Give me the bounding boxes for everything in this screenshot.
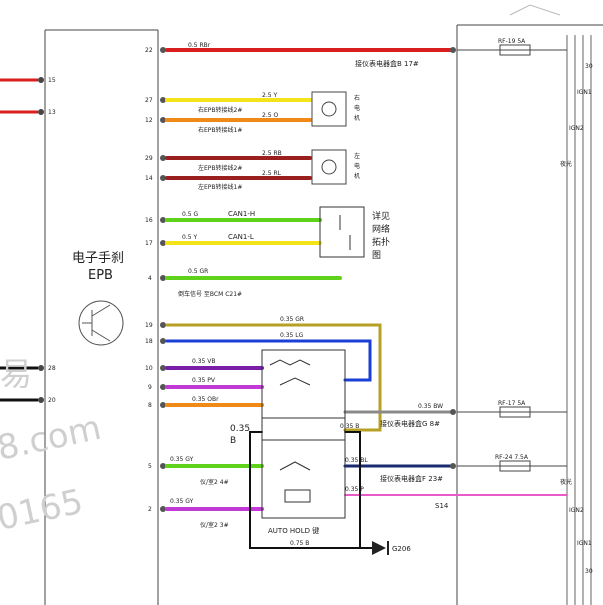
svg-text:CAN1-L: CAN1-L xyxy=(228,233,254,241)
svg-text:RF-17 5A: RF-17 5A xyxy=(498,400,526,407)
svg-text:0.35 VB: 0.35 VB xyxy=(192,358,216,365)
svg-text:左EPB转接线1#: 左EPB转接线1# xyxy=(198,183,242,191)
svg-text:右EPB转接线1#: 右EPB转接线1# xyxy=(198,126,242,134)
svg-text:CAN1-H: CAN1-H xyxy=(228,210,255,218)
svg-text:RF-19 5A: RF-19 5A xyxy=(498,38,526,45)
svg-text:IGN1: IGN1 xyxy=(577,540,592,547)
svg-text:夜光: 夜光 xyxy=(560,160,572,168)
transistor-icon xyxy=(78,300,124,346)
svg-text:0.5 G: 0.5 G xyxy=(182,211,198,218)
svg-text:2.5 Y: 2.5 Y xyxy=(262,92,277,99)
frame-lines xyxy=(44,4,603,605)
svg-text:网络: 网络 xyxy=(372,223,390,235)
pin-15: 15 xyxy=(48,77,56,84)
svg-text:IGN2: IGN2 xyxy=(569,507,584,514)
motor-right-icon xyxy=(311,91,347,127)
svg-text:电: 电 xyxy=(354,104,360,112)
svg-text:详见: 详见 xyxy=(372,210,390,222)
wires xyxy=(165,48,568,549)
svg-text:0.5 RBr: 0.5 RBr xyxy=(188,42,211,49)
pin-28: 28 xyxy=(48,365,56,372)
svg-text:0.35 PV: 0.35 PV xyxy=(192,377,216,384)
svg-text:机: 机 xyxy=(354,172,360,180)
svg-text:AUTO HOLD 键: AUTO HOLD 键 xyxy=(268,526,319,535)
svg-text:接仪表电器盒G 8#: 接仪表电器盒G 8# xyxy=(380,419,440,428)
svg-text:10: 10 xyxy=(145,365,153,372)
svg-text:0.35 P: 0.35 P xyxy=(345,486,364,493)
svg-text:RF-24 7.5A: RF-24 7.5A xyxy=(495,454,529,461)
svg-text:0.35 LG: 0.35 LG xyxy=(280,332,304,339)
motor-left-icon xyxy=(311,149,347,185)
svg-text:4: 4 xyxy=(148,275,152,282)
svg-text:19: 19 xyxy=(145,322,153,329)
switch-module xyxy=(261,349,346,519)
svg-text:2.5 RL: 2.5 RL xyxy=(262,170,282,177)
connectors xyxy=(160,47,166,512)
svg-text:5: 5 xyxy=(148,463,152,470)
svg-text:17: 17 xyxy=(145,240,153,247)
svg-text:图: 图 xyxy=(372,250,381,261)
svg-text:机: 机 xyxy=(354,114,360,122)
svg-text:16: 16 xyxy=(145,217,153,224)
svg-text:夜光: 夜光 xyxy=(560,478,572,486)
svg-text:IGN1: IGN1 xyxy=(577,89,592,96)
svg-text:0.35 OBr: 0.35 OBr xyxy=(192,396,219,403)
svg-text:8.com: 8.com xyxy=(0,408,105,469)
ground-icon xyxy=(372,541,389,555)
right-connectors xyxy=(450,47,456,469)
svg-text:G206: G206 xyxy=(392,545,411,553)
svg-text:接仪表电器盒F 23#: 接仪表电器盒F 23# xyxy=(380,474,443,483)
svg-text:S14: S14 xyxy=(435,502,449,510)
svg-text:22: 22 xyxy=(145,47,153,54)
svg-text:接仪表电器盒B 17#: 接仪表电器盒B 17# xyxy=(355,59,419,68)
svg-text:0165: 0165 xyxy=(0,482,87,539)
svg-text:易: 易 xyxy=(0,355,32,393)
svg-text:12: 12 xyxy=(145,117,153,124)
svg-text:0.5 Y: 0.5 Y xyxy=(182,234,197,241)
svg-text:B: B xyxy=(230,436,236,446)
svg-text:0.75 B: 0.75 B xyxy=(290,540,309,547)
svg-text:右EPB转接线2#: 右EPB转接线2# xyxy=(198,106,242,114)
svg-text:电: 电 xyxy=(354,162,360,170)
pin-20: 20 xyxy=(48,397,56,404)
svg-text:9: 9 xyxy=(148,384,152,391)
module-name-en: EPB xyxy=(88,268,113,283)
svg-text:8: 8 xyxy=(148,402,152,409)
svg-text:2.5 O: 2.5 O xyxy=(262,112,278,119)
svg-text:仪/室2 4#: 仪/室2 4# xyxy=(200,478,229,486)
svg-text:倒车信号 至BCM C21#: 倒车信号 至BCM C21# xyxy=(178,290,242,298)
wire-labels: 0.5 RBr 2.5 Y 2.5 O 2.5 RB 2.5 RL 0.5 G … xyxy=(170,42,443,547)
svg-text:0.35 BW: 0.35 BW xyxy=(418,403,443,410)
svg-text:30: 30 xyxy=(585,63,593,70)
svg-text:0.35 B: 0.35 B xyxy=(340,423,359,430)
svg-text:右: 右 xyxy=(354,94,360,102)
svg-text:2: 2 xyxy=(148,506,152,513)
fuses xyxy=(457,44,567,472)
svg-text:0.35 BL: 0.35 BL xyxy=(345,457,368,464)
svg-text:拓扑: 拓扑 xyxy=(372,236,390,248)
watermark: 易 8.com 0165 xyxy=(0,355,105,539)
svg-text:0.35 GY: 0.35 GY xyxy=(170,498,194,505)
svg-text:左EPB转接线2#: 左EPB转接线2# xyxy=(198,164,242,172)
svg-text:29: 29 xyxy=(145,155,153,162)
svg-text:0.5 GR: 0.5 GR xyxy=(188,268,208,275)
svg-text:2.5 RB: 2.5 RB xyxy=(262,150,282,157)
network-box xyxy=(319,206,365,258)
svg-text:0.35 GY: 0.35 GY xyxy=(170,456,194,463)
svg-text:IGN2: IGN2 xyxy=(569,125,584,132)
svg-text:27: 27 xyxy=(145,97,153,104)
svg-text:左: 左 xyxy=(354,152,360,160)
svg-text:30: 30 xyxy=(585,568,593,575)
left-stubs: 15 13 28 20 xyxy=(0,77,56,404)
pin-13: 13 xyxy=(48,109,56,116)
pin-numbers: 22 27 12 29 14 16 17 4 19 18 10 9 8 5 2 xyxy=(145,47,153,513)
svg-text:18: 18 xyxy=(145,338,153,345)
svg-text:仪/室2 3#: 仪/室2 3# xyxy=(200,521,229,529)
svg-text:0.35 GR: 0.35 GR xyxy=(280,316,304,323)
module-name-cn: 电子手刹 xyxy=(72,251,124,266)
svg-text:14: 14 xyxy=(145,175,153,182)
svg-text:0.35: 0.35 xyxy=(230,424,250,434)
